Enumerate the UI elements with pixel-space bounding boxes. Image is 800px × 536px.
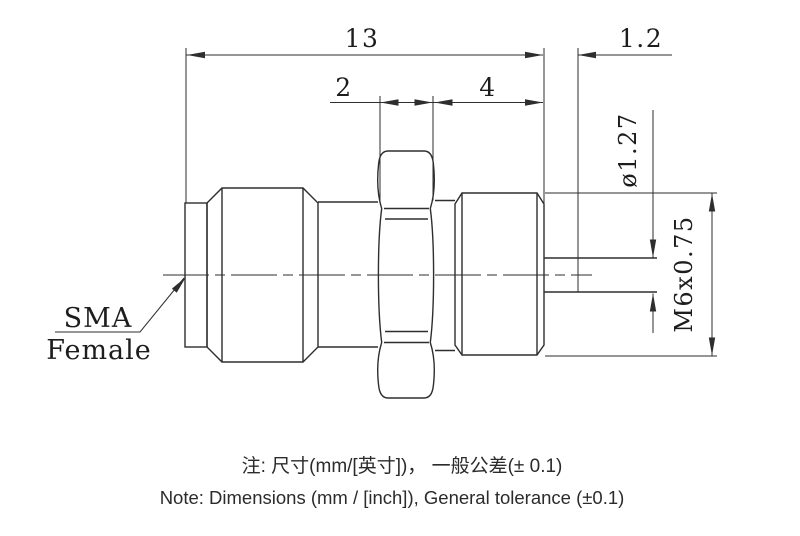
dimension-value: 13	[345, 24, 380, 53]
dimension-value: ø1.27	[614, 112, 642, 187]
dimension-tail-length: 1.2	[577, 24, 672, 292]
part-label-line2: Female	[46, 335, 152, 366]
dimension-pin-diameter: ø1.27	[614, 110, 657, 333]
dimension-value: 1.2	[619, 24, 663, 53]
arrowhead	[649, 239, 657, 258]
arrowhead	[708, 337, 716, 356]
dimension-thread-length: 4	[434, 73, 543, 106]
note-chinese: 注: 尺寸(mm/[英寸])， 一般公差(± 0.1)	[242, 455, 563, 477]
dimension-value: 4	[479, 73, 496, 102]
arrowhead	[578, 51, 596, 59]
arrowhead	[525, 99, 543, 106]
arrowhead	[434, 99, 453, 106]
dimension-value: 2	[335, 73, 352, 102]
notes: 注: 尺寸(mm/[英寸])， 一般公差(± 0.1) Note: Dimens…	[160, 455, 625, 508]
threaded-body	[454, 192, 545, 356]
arrowhead	[171, 277, 186, 293]
arrowhead	[187, 51, 205, 59]
note-english: Note: Dimensions (mm / [inch]), General …	[160, 487, 625, 508]
part-leader-label: SMA Female	[46, 277, 186, 366]
dimension-thread-spec: M6x0.75	[545, 192, 717, 357]
arrowhead	[708, 193, 716, 212]
part-label-line1: SMA	[64, 303, 133, 334]
dimension-value: M6x0.75	[670, 215, 698, 332]
dimension-overall-length: 13	[185, 24, 545, 258]
arrowhead	[380, 99, 399, 106]
connector-outline	[163, 150, 657, 399]
arrowhead	[649, 293, 657, 312]
dimension-hex-width: 2	[330, 73, 543, 202]
leader-line	[55, 277, 185, 333]
arrowhead	[414, 99, 433, 106]
arrowhead	[525, 51, 543, 59]
